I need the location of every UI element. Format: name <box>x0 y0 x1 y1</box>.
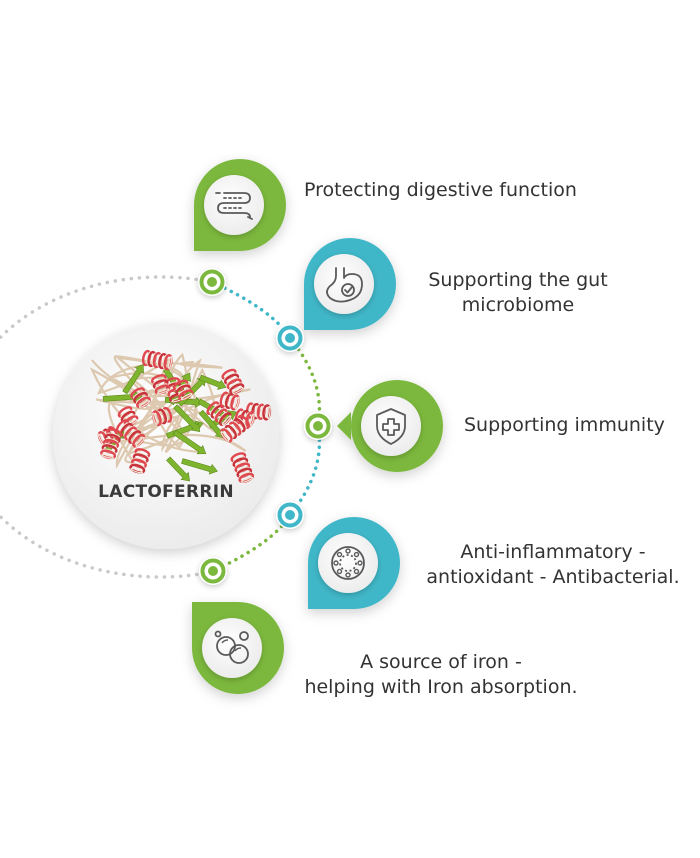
feature-label-antibacterial: Anti-inflammatory - antioxidant - Antiba… <box>408 540 698 590</box>
feature-node <box>194 159 286 296</box>
feature-node <box>276 238 396 352</box>
alpha-helix <box>100 428 123 460</box>
beta-strand <box>122 364 144 395</box>
center-title: LACTOFERRIN <box>98 482 234 502</box>
feature-nodes <box>192 159 443 694</box>
feature-label-microbiome: Supporting the gut microbiome <box>418 268 618 318</box>
cell-ring-icon <box>331 546 365 580</box>
alpha-helix <box>129 448 151 474</box>
alpha-helix <box>150 374 171 395</box>
alpha-helix <box>219 391 240 411</box>
feature-label-line: microbiome <box>461 294 575 316</box>
protein-backbone <box>89 352 251 469</box>
feature-label-line: Anti-inflammatory - <box>460 541 646 563</box>
alpha-helix <box>141 349 173 371</box>
beta-strand <box>181 458 218 475</box>
feature-label-line: helping with Iron absorption. <box>304 676 578 698</box>
feature-label-line: Supporting the gut <box>428 269 608 291</box>
icon-disc <box>318 533 378 593</box>
feature-node <box>276 501 400 609</box>
icon-disc <box>314 254 374 314</box>
feature-label-digestive: Protecting digestive function <box>304 178 577 203</box>
alpha-helix <box>173 379 194 401</box>
feature-label-line: Supporting immunity <box>464 414 665 436</box>
beta-strand <box>172 429 207 455</box>
feature-label-line: antioxidant - Antibacterial. <box>426 566 680 588</box>
orbit-node <box>304 412 332 440</box>
feature-label-immunity: Supporting immunity <box>464 413 665 438</box>
alpha-helix <box>117 406 139 428</box>
alpha-helix <box>230 452 255 484</box>
iron-bubbles-icon <box>214 630 249 664</box>
shield-cross-icon <box>376 408 406 445</box>
dotted-orbit-gray <box>0 275 214 579</box>
feature-label-line: A source of iron - <box>360 651 522 673</box>
beta-strand <box>166 456 190 482</box>
orbit-node <box>276 501 304 529</box>
alpha-helix <box>130 387 151 409</box>
orbit-node <box>198 268 226 296</box>
feature-node <box>304 380 443 472</box>
feature-label-line: Protecting digestive function <box>304 179 577 201</box>
icon-disc <box>204 175 264 235</box>
protein-structure-image <box>89 349 272 484</box>
alpha-helix <box>220 414 251 443</box>
beta-strand <box>173 404 201 432</box>
beta-strand <box>102 391 143 403</box>
icon-disc <box>361 396 421 456</box>
connector-dots <box>210 280 292 340</box>
alpha-helix <box>221 368 245 395</box>
alpha-helix <box>151 406 173 427</box>
feature-label-iron: A source of iron - helping with Iron abs… <box>288 650 594 700</box>
orbit-node <box>276 324 304 352</box>
beta-strand <box>199 374 227 390</box>
intestine-icon <box>215 192 253 220</box>
orbit-node <box>199 557 227 585</box>
stomach-check-icon <box>326 267 363 303</box>
feature-node <box>192 557 284 694</box>
